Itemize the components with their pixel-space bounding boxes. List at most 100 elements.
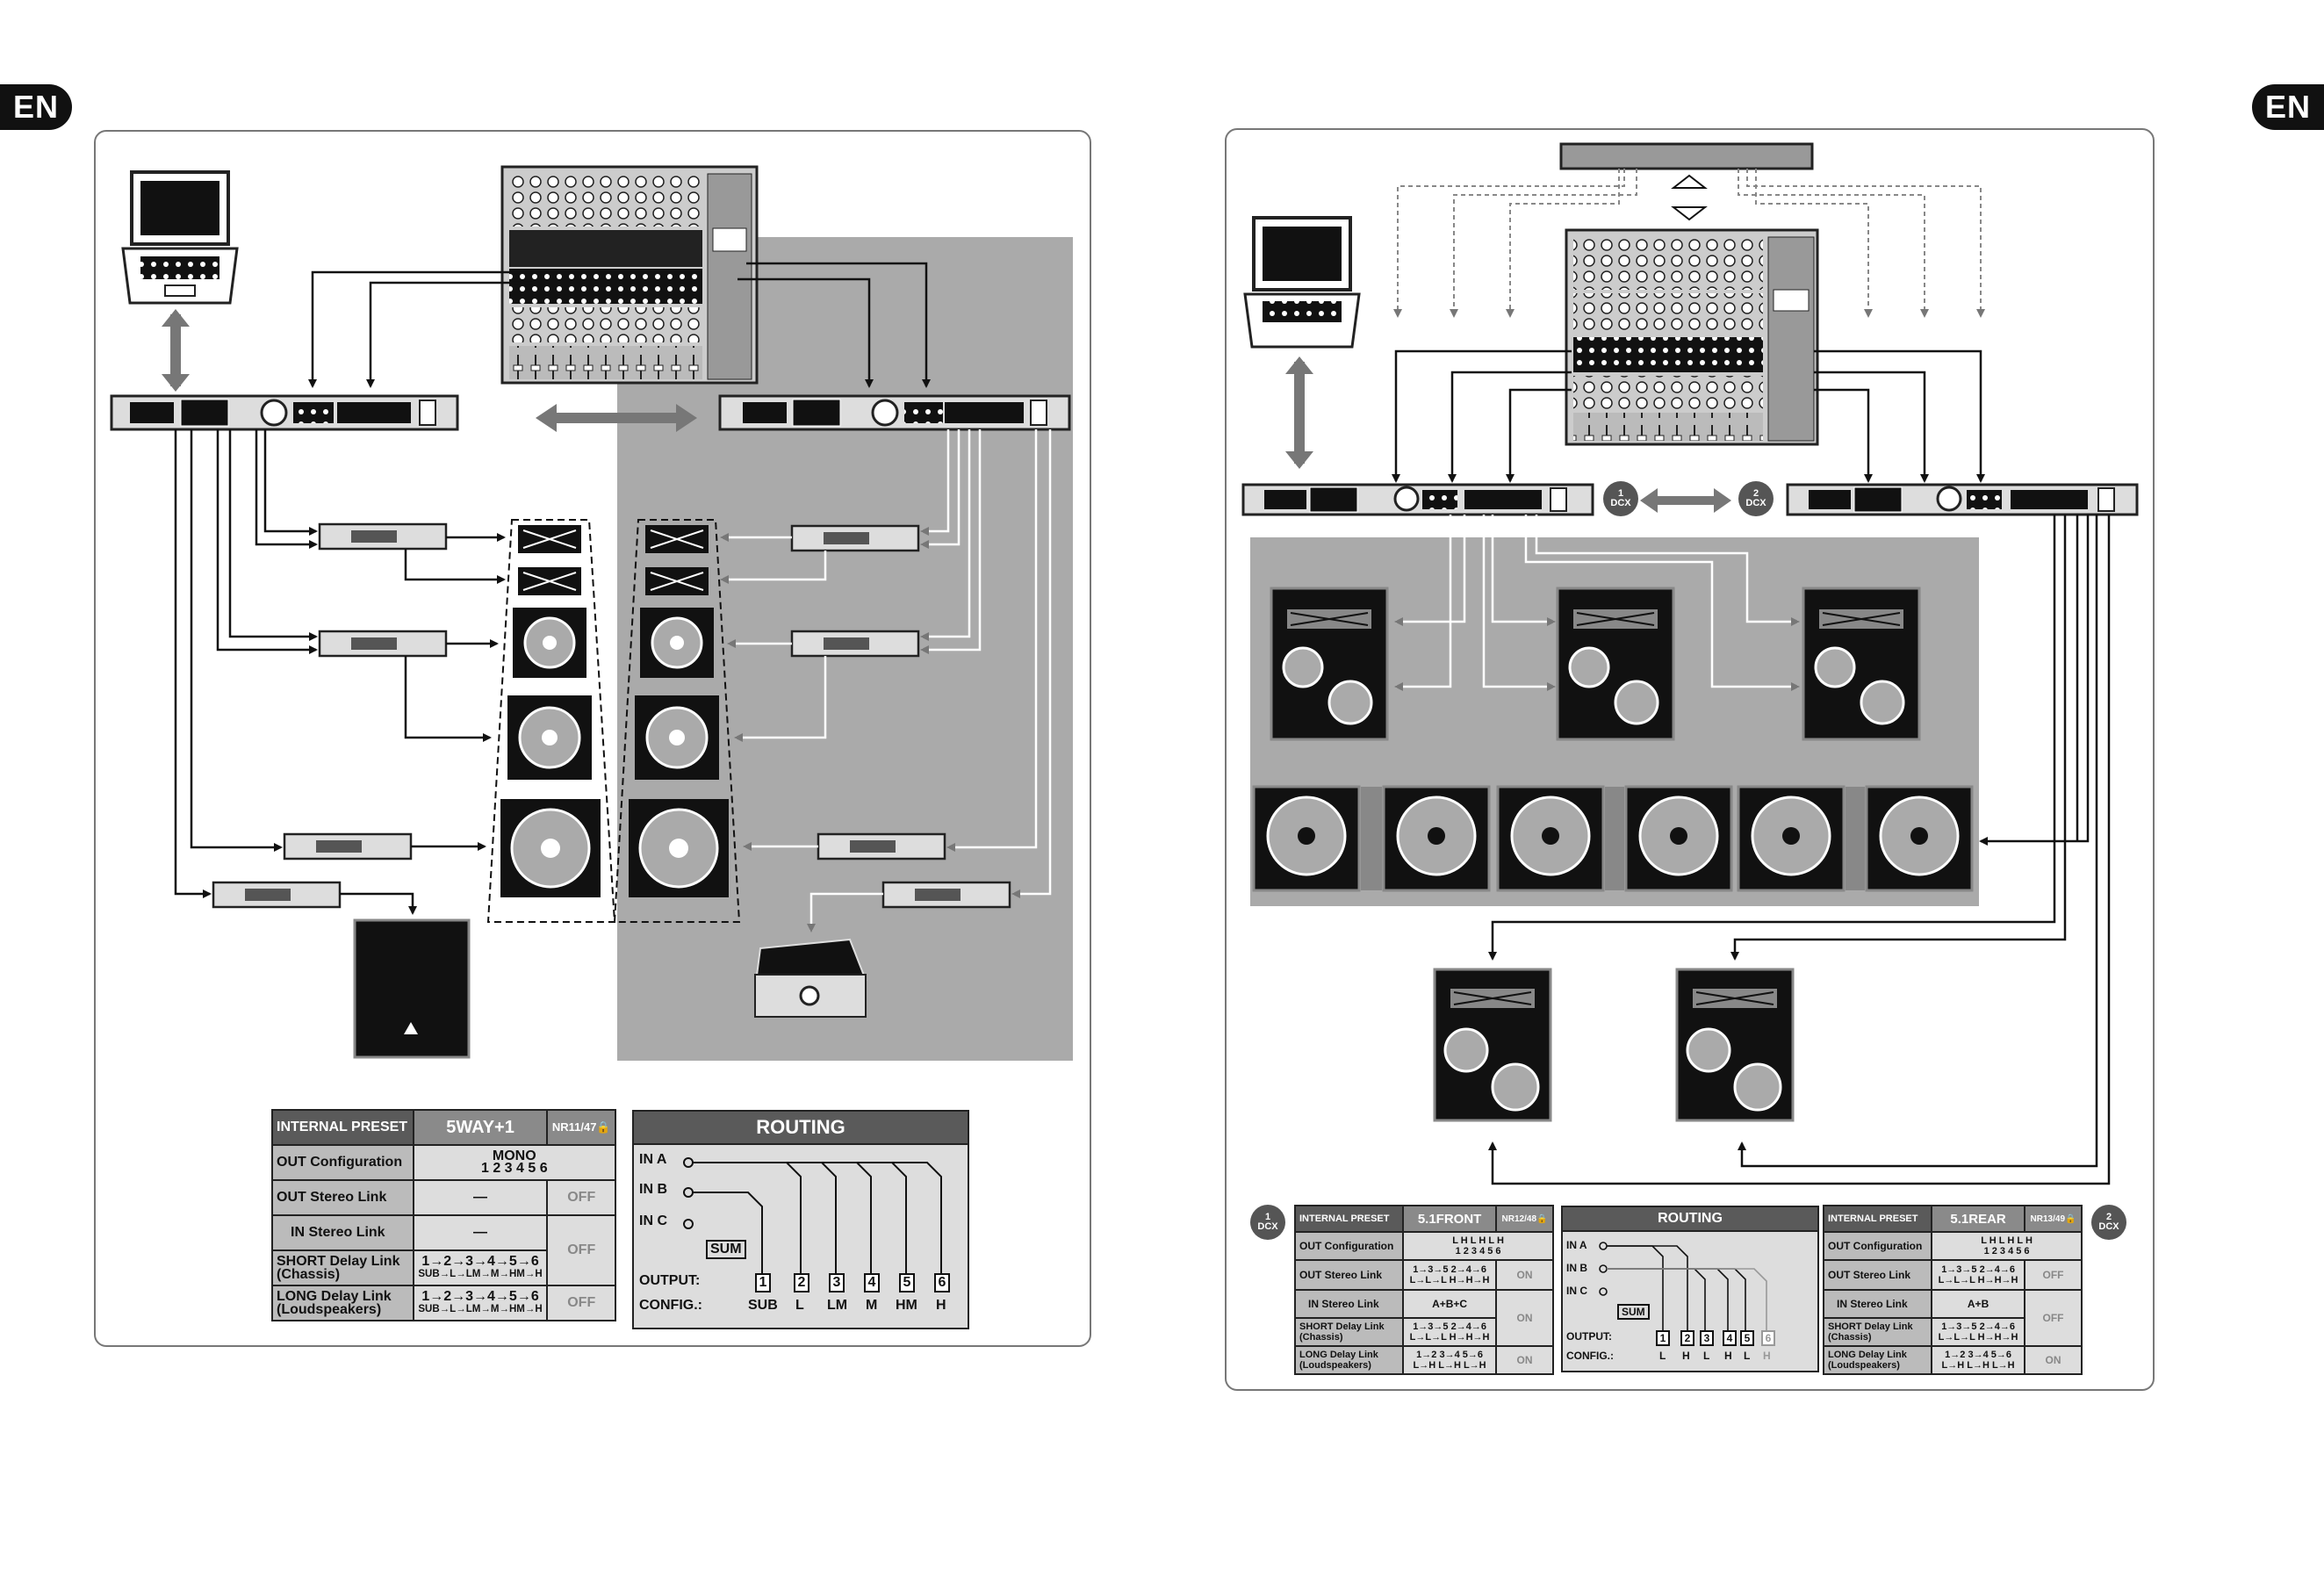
input-label: IN B xyxy=(1566,1262,1587,1274)
row-label: OUT Stereo Link xyxy=(1293,1259,1405,1291)
output-box: 1 xyxy=(755,1273,771,1293)
rear-speakers xyxy=(1433,968,1795,1122)
config-value: SUB xyxy=(748,1298,778,1313)
row-label: OUT Configuration xyxy=(1293,1231,1405,1261)
config-value: H xyxy=(936,1298,946,1313)
output-box: 6 xyxy=(1761,1330,1775,1346)
config-value: L xyxy=(795,1298,804,1313)
row-value: — xyxy=(412,1179,549,1216)
row-state: ON xyxy=(2024,1345,2083,1375)
row-label: LONG Delay Link(Loudspeakers) xyxy=(1293,1345,1405,1375)
output-box: 3 xyxy=(829,1273,845,1293)
output-label: OUTPUT: xyxy=(1566,1330,1612,1343)
preset-nr: NR13/49🔒 xyxy=(2024,1205,2083,1233)
laptop-icon-left xyxy=(121,170,239,305)
config-value: L xyxy=(1703,1350,1710,1362)
row-state: OFF xyxy=(546,1214,616,1286)
config-value: L xyxy=(1744,1350,1751,1362)
output-box: 4 xyxy=(1723,1330,1737,1346)
row-state: ON xyxy=(1495,1259,1554,1291)
output-box: 3 xyxy=(1700,1330,1714,1346)
config-value: HM xyxy=(896,1298,917,1313)
output-box: 2 xyxy=(794,1273,809,1293)
routing-box-right: ROUTING IN A IN B IN C SUM OUTPUT: CONFI… xyxy=(1561,1206,1819,1372)
mixer-icon-left xyxy=(500,165,759,385)
lock-icon: 🔒 xyxy=(596,1120,611,1134)
preset-title: INTERNAL PRESET xyxy=(271,1109,414,1146)
row-label: OUT Stereo Link xyxy=(1822,1259,1933,1291)
dcx-crossover-right xyxy=(718,394,1071,431)
preset-title: INTERNAL PRESET xyxy=(1293,1205,1405,1233)
input-label: IN C xyxy=(1566,1285,1587,1297)
language-tab-right: EN xyxy=(2252,84,2324,130)
row-label: LONG Delay Link(Loudspeakers) xyxy=(1822,1345,1933,1375)
rack-unit-top xyxy=(1559,142,1814,170)
lock-icon: 🔒 xyxy=(1536,1213,1548,1224)
monitor-wedge-icon xyxy=(753,938,867,1018)
output-label: OUTPUT: xyxy=(639,1273,701,1288)
row-label: IN Stereo Link xyxy=(1822,1289,1933,1319)
config-value: LM xyxy=(827,1298,848,1313)
routing-box-left: ROUTING IN A IN B IN C SUM OUTPUT: CONFI… xyxy=(632,1110,969,1329)
subwoofer-icon xyxy=(353,918,471,1059)
speaker-stack-right xyxy=(613,519,741,923)
output-box: 5 xyxy=(899,1273,915,1293)
input-label: IN B xyxy=(639,1182,667,1197)
row-state: OFF xyxy=(546,1179,616,1216)
output-box: 1 xyxy=(1656,1330,1670,1346)
preset-table-rear: INTERNAL PRESET 5.1REAR NR13/49🔒 OUT Con… xyxy=(1822,1205,2083,1375)
input-label: IN A xyxy=(639,1152,667,1167)
config-value: H xyxy=(1724,1350,1732,1362)
row-label: LONG Delay Link(Loudspeakers) xyxy=(271,1285,414,1321)
preset-name: 5.1FRONT xyxy=(1402,1205,1497,1233)
row-state: OFF xyxy=(2024,1289,2083,1347)
row-label: OUT Configuration xyxy=(1822,1231,1933,1261)
output-box: 5 xyxy=(1740,1330,1754,1346)
config-label: CONFIG.: xyxy=(639,1298,702,1313)
sum-box: SUM xyxy=(1617,1304,1650,1320)
routing-title: ROUTING xyxy=(1563,1207,1817,1232)
preset-title: INTERNAL PRESET xyxy=(1822,1205,1933,1233)
config-value: H xyxy=(1763,1350,1771,1362)
row-value: — xyxy=(412,1214,549,1251)
dcx-crossover-left xyxy=(110,394,459,431)
row-state: OFF xyxy=(2024,1259,2083,1291)
routing-lines-left xyxy=(683,1157,942,1275)
preset-name: 5WAY+1 xyxy=(412,1109,549,1146)
row-label: SHORT Delay Link(Chassis) xyxy=(1822,1317,1933,1347)
laptop-icon-right xyxy=(1243,216,1361,349)
sum-box: SUM xyxy=(706,1240,746,1259)
row-state: ON xyxy=(1495,1289,1554,1347)
input-label: IN A xyxy=(1566,1239,1587,1251)
preset-table-front: INTERNAL PRESET 5.1FRONT NR12/48🔒 OUT Co… xyxy=(1293,1205,1554,1375)
routing-lines-right xyxy=(1599,1242,1767,1330)
dcx-crossover-2 xyxy=(1786,483,2139,516)
row-state: ON xyxy=(1495,1345,1554,1375)
config-value: L xyxy=(1659,1350,1666,1362)
row-label: OUT Configuration xyxy=(271,1144,414,1181)
subwoofer-row xyxy=(1252,785,1974,892)
mixer-icon-right xyxy=(1565,228,1819,446)
row-label: SHORT Delay Link(Chassis) xyxy=(271,1249,414,1286)
output-box: 4 xyxy=(864,1273,880,1293)
input-label: IN C xyxy=(639,1213,667,1228)
lock-icon: 🔒 xyxy=(2065,1213,2076,1224)
preset-table-left: INTERNAL PRESET 5WAY+1 NR11/47🔒 OUT Conf… xyxy=(271,1109,617,1321)
dcx-crossover-1 xyxy=(1241,483,1594,516)
output-box: 2 xyxy=(1680,1330,1694,1346)
routing-title: ROUTING xyxy=(634,1112,968,1145)
language-tab-left: EN xyxy=(0,84,72,130)
right-diagram xyxy=(1241,142,2139,1185)
row-label: IN Stereo Link xyxy=(1293,1289,1405,1319)
